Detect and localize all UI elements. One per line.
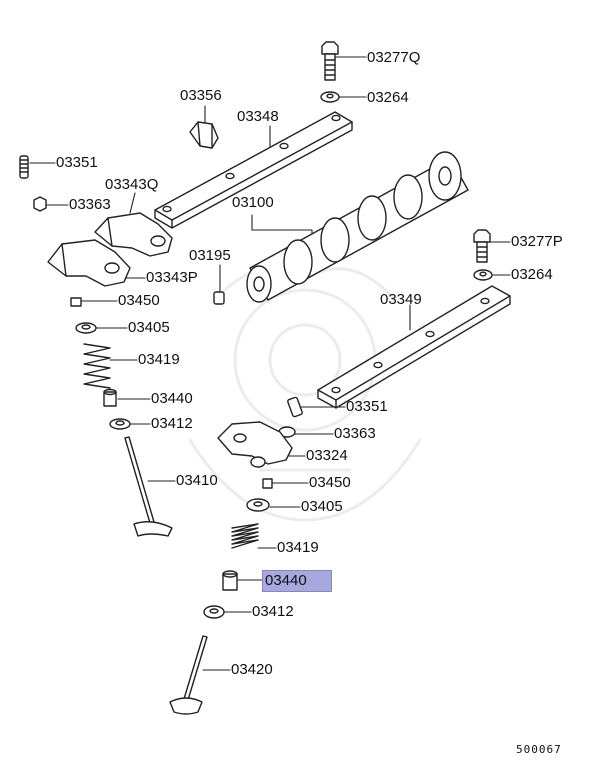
retainer-03405-right — [246, 498, 270, 512]
seal-03440-left — [103, 388, 117, 407]
label-03195[interactable]: 03195 — [189, 247, 231, 264]
adjuster-03351-right — [287, 396, 303, 418]
label-03450-left[interactable]: 03450 — [118, 292, 160, 309]
rocker-arm-03324 — [217, 421, 293, 468]
cap-03450-right — [262, 478, 273, 489]
label-03420[interactable]: 03420 — [231, 661, 273, 678]
label-03410[interactable]: 03410 — [176, 472, 218, 489]
label-03363-left[interactable]: 03363 — [69, 196, 111, 213]
label-03349[interactable]: 03349 — [380, 291, 422, 308]
rocker-arm-03343q — [94, 212, 173, 257]
clip-03356 — [189, 121, 219, 149]
nut-03363-left — [33, 196, 47, 212]
label-03277q[interactable]: 03277Q — [367, 49, 421, 66]
diagram-code: 500067 — [516, 743, 562, 756]
bolt-03277p — [473, 229, 491, 263]
valve-03410 — [124, 436, 173, 537]
pin-03195 — [213, 291, 225, 305]
label-03412-left[interactable]: 03412 — [151, 415, 193, 432]
label-03277p[interactable]: 03277P — [511, 233, 563, 250]
label-03440-right-highlighted[interactable]: 03440 — [262, 570, 332, 592]
label-03419-right[interactable]: 03419 — [277, 539, 319, 556]
label-03351-left[interactable]: 03351 — [56, 154, 98, 171]
label-03348[interactable]: 03348 — [237, 108, 279, 125]
label-03412-right[interactable]: 03412 — [252, 603, 294, 620]
label-03356[interactable]: 03356 — [180, 87, 222, 104]
retainer-03405-left — [75, 322, 97, 334]
label-03264-top[interactable]: 03264 — [367, 89, 409, 106]
label-03324[interactable]: 03324 — [306, 447, 348, 464]
seat-03412-left — [109, 418, 131, 430]
label-03343p[interactable]: 03343P — [146, 269, 198, 286]
washer-03264-right — [473, 269, 493, 281]
seat-03412-right — [203, 605, 225, 619]
label-03343q[interactable]: 03343Q — [105, 176, 159, 193]
cap-03450-left — [70, 297, 82, 307]
rocker-shaft-03348 — [154, 111, 353, 229]
bolt-03277q — [321, 41, 339, 81]
seal-03440-right — [222, 570, 238, 591]
spring-03419-right — [231, 523, 259, 549]
washer-03264-top — [320, 91, 340, 103]
label-03351-right[interactable]: 03351 — [346, 398, 388, 415]
label-03419-left[interactable]: 03419 — [138, 351, 180, 368]
label-03264-right[interactable]: 03264 — [511, 266, 553, 283]
label-03363-right[interactable]: 03363 — [334, 425, 376, 442]
adjuster-03351-left — [19, 155, 29, 179]
label-03405-right[interactable]: 03405 — [301, 498, 343, 515]
label-03440-left[interactable]: 03440 — [151, 390, 193, 407]
camshaft-03100 — [246, 151, 469, 303]
spring-03419-left — [83, 343, 111, 389]
rocker-shaft-03349 — [317, 285, 511, 409]
valve-03420 — [169, 635, 208, 715]
label-03100[interactable]: 03100 — [232, 194, 274, 211]
rocker-arm-03343p — [47, 239, 131, 287]
label-03405-left[interactable]: 03405 — [128, 319, 170, 336]
label-03450-right[interactable]: 03450 — [309, 474, 351, 491]
